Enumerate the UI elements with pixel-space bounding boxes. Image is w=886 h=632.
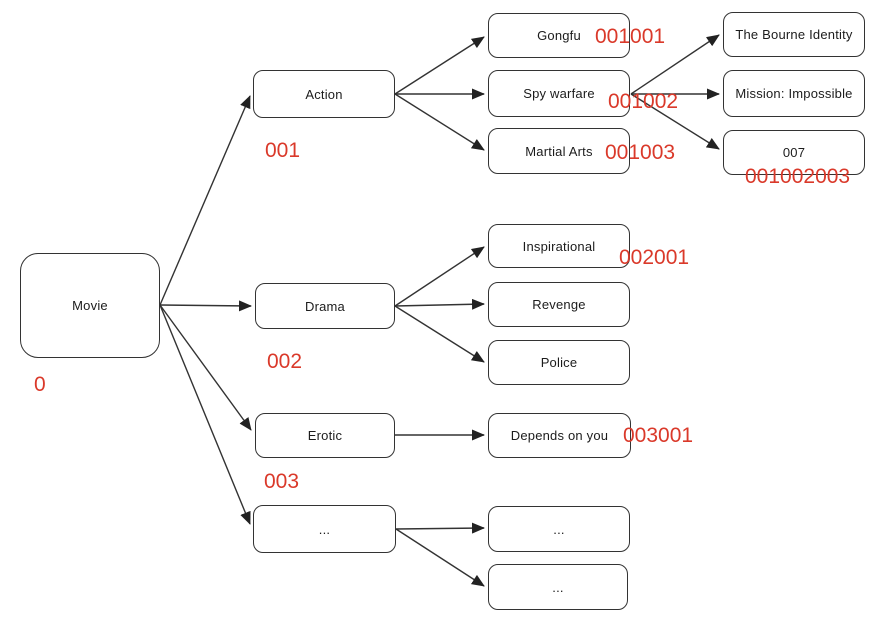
edge-drama-to-revenge xyxy=(394,298,485,310)
tree-node-label-erotic: Erotic xyxy=(307,428,343,443)
tree-node-label-depends-on-you: Depends on you xyxy=(510,428,609,443)
tree-node-movie: Movie xyxy=(20,253,160,358)
tree-node-mission-impossible: Mission: Impossible xyxy=(723,70,865,117)
tree-node-bourne-identity: The Bourne Identity xyxy=(723,12,865,57)
node-code-movie: 0 xyxy=(34,373,46,396)
tree-node-label-revenge: Revenge xyxy=(532,297,586,312)
node-code-007: 001002003 xyxy=(745,165,851,188)
tree-node-more-root: ... xyxy=(253,505,396,553)
node-code-depends-on-you: 003001 xyxy=(623,424,694,447)
tree-node-label-martial-arts: Martial Arts xyxy=(525,143,593,159)
tree-node-label-movie: Movie xyxy=(72,298,108,313)
tree-node-erotic: Erotic xyxy=(255,413,395,458)
tree-node-depends-on-you: Depends on you xyxy=(488,413,631,458)
tree-node-spy-warfare: Spy warfare xyxy=(488,70,630,117)
edge-more-to-more-child-2 xyxy=(395,528,485,587)
tree-node-inspirational: Inspirational xyxy=(488,224,630,268)
tree-node-label-007: 007 xyxy=(782,145,806,160)
tree-node-more-child-2: ... xyxy=(488,564,628,610)
tree-node-gongfu: Gongfu xyxy=(488,13,630,58)
node-code-erotic: 003 xyxy=(264,470,300,493)
tree-node-label-mission-impossible: Mission: Impossible xyxy=(735,86,853,101)
tree-node-label-drama: Drama xyxy=(304,298,345,314)
node-code-spy-warfare: 001002 xyxy=(608,90,679,113)
node-code-action: 001 xyxy=(265,139,301,162)
edge-drama-to-inspirational xyxy=(394,246,485,307)
tree-node-police: Police xyxy=(488,340,630,385)
edge-movie-to-drama xyxy=(159,300,252,312)
node-code-inspirational: 002001 xyxy=(619,246,690,269)
tree-node-more-child-1: ... xyxy=(488,506,630,552)
edge-movie-to-more xyxy=(159,304,251,525)
edge-action-to-gongfu xyxy=(394,36,485,95)
edge-more-to-more-child-1 xyxy=(395,522,485,534)
tree-node-label-police: Police xyxy=(540,355,578,370)
tree-node-label-spy-warfare: Spy warfare xyxy=(523,86,595,101)
edge-movie-to-erotic xyxy=(159,304,252,431)
edge-action-to-martial-arts xyxy=(394,93,485,151)
node-code-drama: 002 xyxy=(267,350,303,373)
tree-node-007: 007 xyxy=(723,130,865,175)
tree-node-label-gongfu: Gongfu xyxy=(537,28,581,43)
tree-node-label-bourne-identity: The Bourne Identity xyxy=(735,27,853,42)
tree-node-label-action: Action xyxy=(305,86,343,102)
tree-node-drama: Drama xyxy=(255,283,395,329)
tree-node-action: Action xyxy=(253,70,395,118)
tree-node-martial-arts: Martial Arts xyxy=(488,128,630,174)
tree-node-label-more-child-1: ... xyxy=(553,521,565,537)
edge-drama-to-police xyxy=(394,305,485,363)
tree-node-revenge: Revenge xyxy=(488,282,630,327)
node-code-martial-arts: 001003 xyxy=(605,141,676,164)
tree-node-label-more-child-2: ... xyxy=(552,579,564,595)
edge-movie-to-action xyxy=(159,95,251,306)
node-code-gongfu: 001001 xyxy=(595,25,666,48)
tree-node-label-more-root: ... xyxy=(318,521,331,537)
tree-node-label-inspirational: Inspirational xyxy=(522,238,596,254)
